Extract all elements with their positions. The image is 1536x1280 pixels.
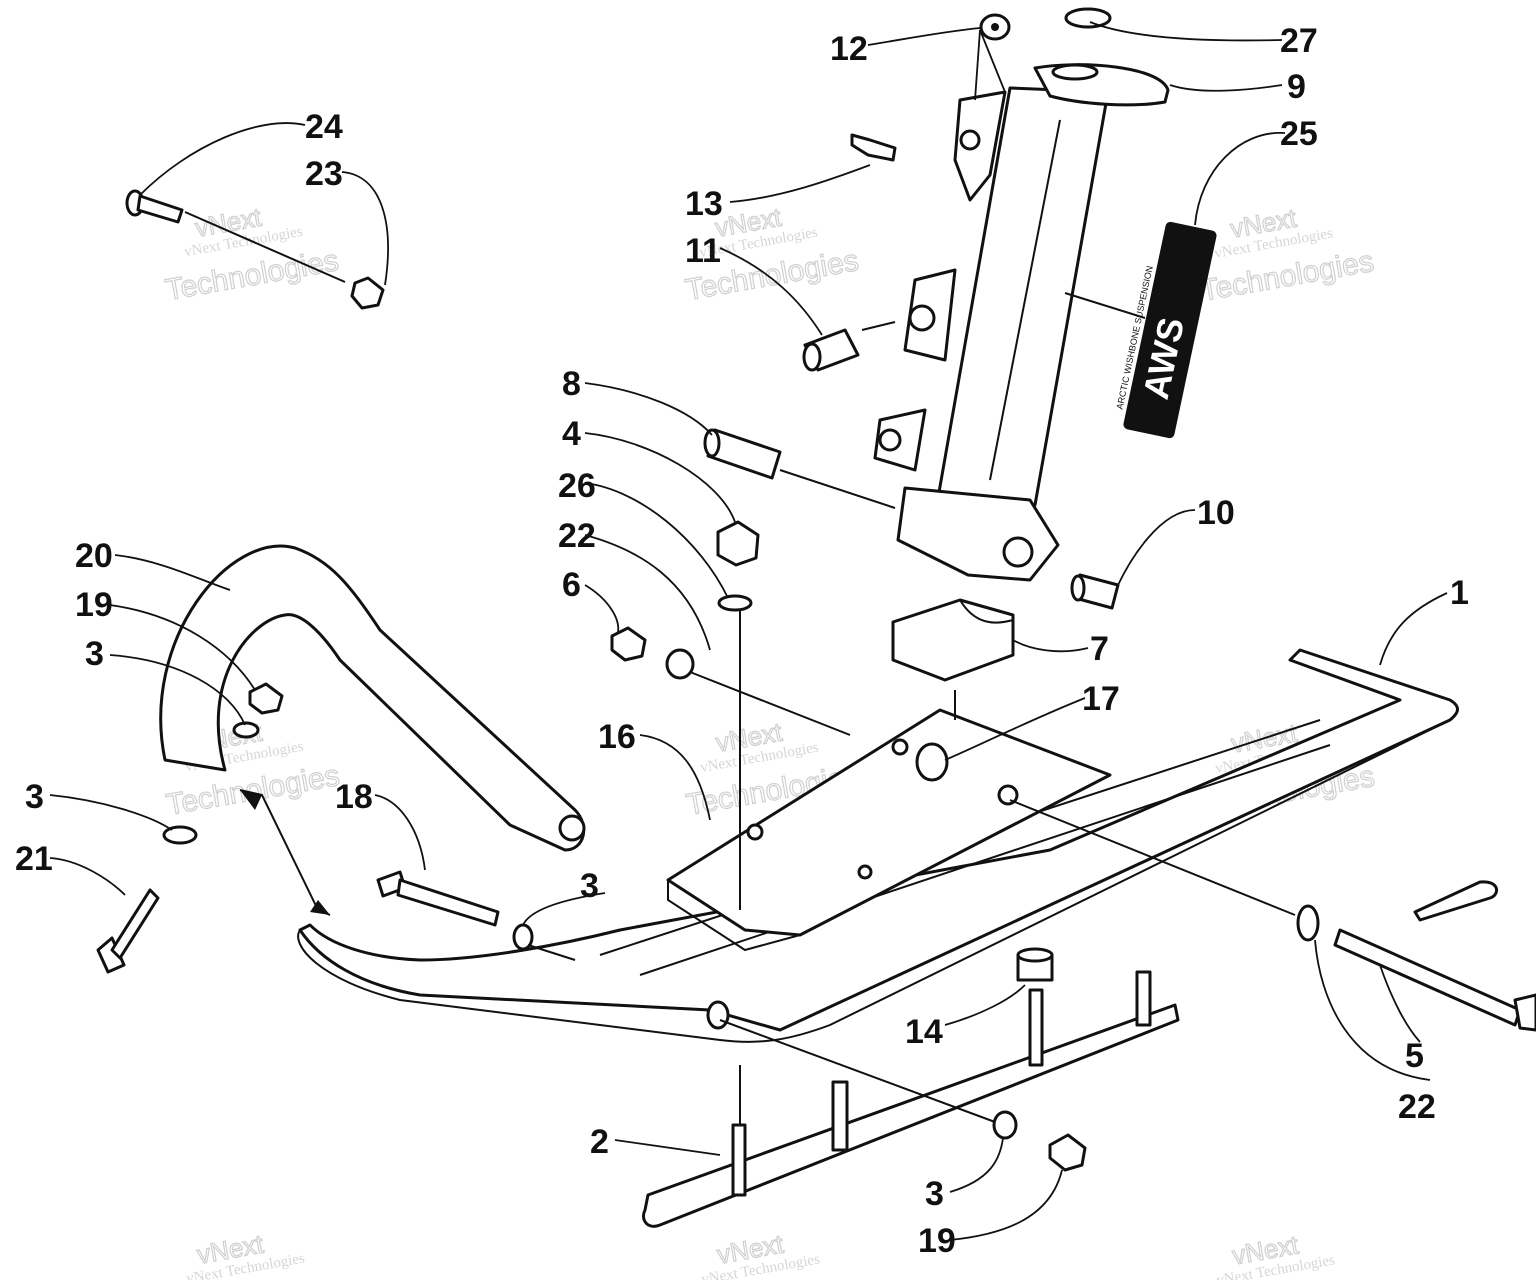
callout-13: 13 bbox=[685, 185, 723, 223]
wear-bar bbox=[642, 970, 1180, 1228]
callout-20: 20 bbox=[75, 537, 113, 575]
washer-3-left bbox=[232, 721, 260, 739]
watermark-top-left: vNext Technologies vNext Technologies bbox=[162, 201, 341, 307]
callout-24: 24 bbox=[305, 108, 343, 146]
callout-22: 22 bbox=[558, 517, 596, 555]
callout-3: 3 bbox=[85, 635, 104, 673]
callout-25: 25 bbox=[1280, 115, 1318, 153]
callout-12: 12 bbox=[830, 30, 868, 68]
watermark-bottom-center: vNext Technologies vNext bbox=[700, 1228, 821, 1280]
callout-27: 27 bbox=[1280, 22, 1318, 60]
bolt-24 bbox=[125, 189, 184, 224]
bolt-21 bbox=[96, 888, 160, 974]
callout-11: 11 bbox=[685, 232, 721, 270]
callout-3: 3 bbox=[925, 1175, 944, 1213]
nut-19-bottom bbox=[1048, 1133, 1087, 1172]
spacer-14 bbox=[1016, 947, 1054, 982]
washer-17 bbox=[915, 742, 949, 782]
watermark-bottom-left: vNext Technologies vNext bbox=[185, 1228, 306, 1280]
callout-5: 5 bbox=[1405, 1037, 1424, 1075]
watermark-bottom-right: vNext Technologies vNext bbox=[1215, 1229, 1336, 1280]
nut-4 bbox=[716, 520, 760, 567]
leader-lines bbox=[49, 21, 1448, 1241]
grommet bbox=[979, 13, 1011, 41]
bushing-lower bbox=[703, 428, 782, 480]
cotter-pin bbox=[1413, 880, 1498, 922]
nut-6 bbox=[610, 626, 647, 662]
callout-17: 17 bbox=[1082, 680, 1120, 718]
assembly-lines bbox=[184, 211, 1296, 1125]
callout-2: 2 bbox=[590, 1123, 609, 1161]
spindle-cap bbox=[1064, 7, 1112, 29]
spindle-part bbox=[873, 63, 1170, 582]
callout-4: 4 bbox=[562, 415, 581, 453]
callout-9: 9 bbox=[1287, 68, 1306, 106]
washer-26 bbox=[717, 594, 753, 612]
callout-3: 3 bbox=[580, 867, 599, 905]
ski-block bbox=[891, 598, 1015, 682]
callout-23: 23 bbox=[305, 155, 343, 193]
callout-19: 19 bbox=[75, 586, 113, 624]
washer-3-far-left bbox=[162, 825, 198, 845]
callout-18: 18 bbox=[335, 778, 373, 816]
grease-fitting bbox=[850, 133, 897, 162]
callout-14: 14 bbox=[905, 1013, 943, 1051]
bushing-right bbox=[1070, 573, 1120, 610]
bolt-18 bbox=[376, 870, 500, 927]
callout-19: 19 bbox=[918, 1222, 956, 1260]
ski-loop-handle bbox=[159, 544, 586, 852]
callout-1: 1 bbox=[1450, 574, 1469, 612]
ski-saddle bbox=[666, 708, 1112, 952]
callout-26: 26 bbox=[558, 467, 596, 505]
washer-22-left bbox=[665, 648, 695, 680]
aws-decal: AWS ARCTIC WISHBONE SUSPENSION bbox=[1115, 221, 1217, 439]
callout-21: 21 bbox=[15, 840, 53, 878]
callout-3: 3 bbox=[25, 778, 44, 816]
callout-10: 10 bbox=[1197, 494, 1235, 532]
watermark-top-right: vNext Technologies vNext Technologies bbox=[1197, 202, 1376, 308]
callout-8: 8 bbox=[562, 365, 581, 403]
axle-bolt bbox=[1333, 928, 1536, 1032]
washer-3-bottom bbox=[992, 1110, 1018, 1140]
nut-23 bbox=[350, 276, 385, 310]
callout-22: 22 bbox=[1398, 1088, 1436, 1126]
bushing-upper bbox=[802, 328, 860, 372]
washer-22-right bbox=[1296, 904, 1320, 942]
callout-labels: 1 2 3 3 3 3 4 5 6 7 8 9 10 11 12 13 14 1… bbox=[15, 22, 1469, 1260]
nut-19-left bbox=[248, 682, 284, 715]
callout-16: 16 bbox=[598, 718, 636, 756]
callout-6: 6 bbox=[562, 566, 581, 604]
callout-7: 7 bbox=[1090, 630, 1109, 668]
